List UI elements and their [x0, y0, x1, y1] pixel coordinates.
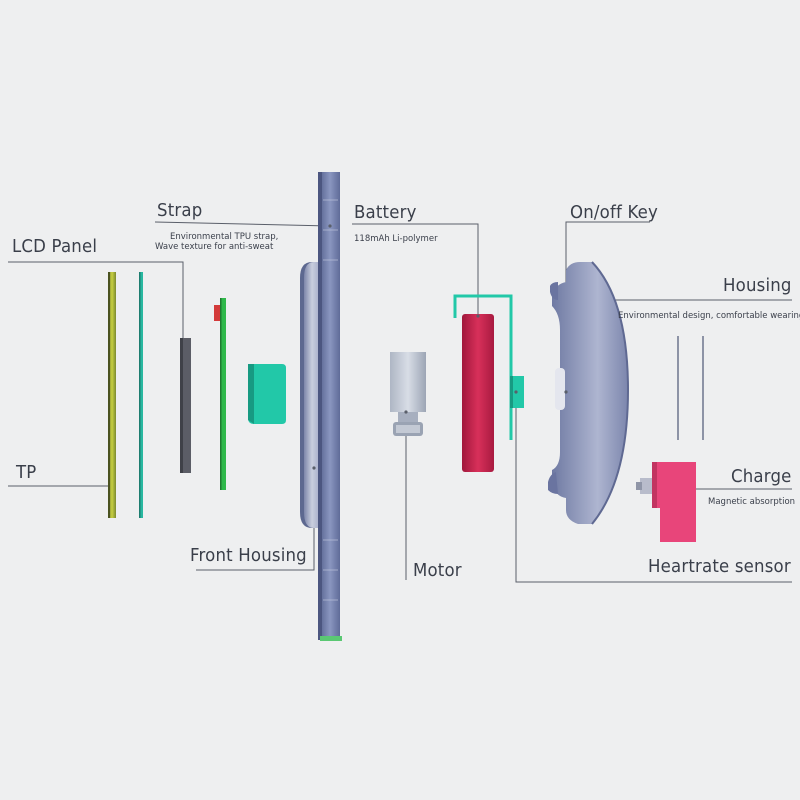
strap-leader [154, 221, 331, 227]
charge-connector-part [636, 462, 696, 542]
housing-note: Environmental design, comfortable wearin… [618, 311, 800, 321]
strap-note-line-1: Environmental TPU strap, [170, 232, 279, 242]
motor-part [390, 352, 426, 436]
tp-part [108, 272, 116, 518]
teal-module-part [248, 364, 286, 424]
strap-label: Strap [157, 200, 203, 221]
tp-label: TP [16, 462, 37, 483]
heartrate-leader [515, 392, 792, 583]
onoff-key-label: On/off Key [570, 202, 659, 223]
battery-label: Battery [354, 202, 417, 223]
housing-label: Housing [723, 275, 792, 296]
housing-part [548, 261, 630, 525]
strap-part [318, 172, 342, 641]
heartrate-sensor-label: Heartrate sensor [648, 556, 791, 577]
strap-note-line-2: Wave texture for anti-sweat [155, 242, 274, 252]
battery-bracket-part [453, 294, 513, 440]
charge-label: Charge [731, 466, 792, 487]
charge-note: Magnetic absorption [708, 497, 796, 507]
front-housing-label: Front Housing [190, 545, 307, 566]
lcd-panel-leader [8, 261, 184, 340]
battery-part [462, 314, 494, 472]
pcb-part [214, 298, 226, 490]
charge-pins-part [677, 336, 704, 440]
battery-note: 118mAh Li-polymer [354, 234, 438, 244]
lcd-panel-label: LCD Panel [12, 236, 98, 257]
battery-leader [352, 223, 479, 316]
anchor-dots [312, 224, 568, 470]
lcd-panel-part [139, 272, 143, 518]
motor-label: Motor [413, 560, 462, 581]
gray-plate-part [180, 338, 191, 473]
front-housing-part [300, 262, 322, 528]
